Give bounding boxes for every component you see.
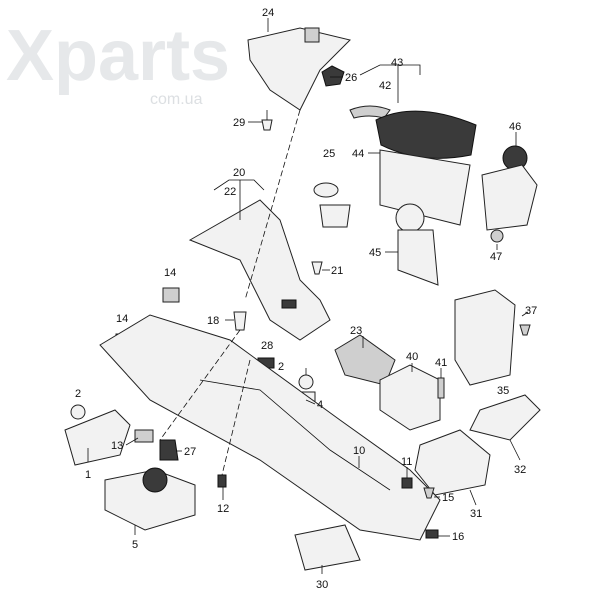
callout-20: 20 — [233, 167, 245, 179]
part-21-screw — [311, 261, 323, 275]
part-29-screw — [261, 110, 273, 131]
callout-14-lower: 14 — [116, 313, 128, 325]
part-24-storage-tray — [247, 27, 351, 111]
part-1-bracket — [64, 409, 131, 466]
part-20-center-panel — [188, 199, 331, 341]
watermark-domain: com.ua — [150, 91, 203, 108]
part-47-nut — [490, 229, 504, 243]
part-44-armrest — [375, 110, 477, 226]
part-11-clip — [401, 477, 413, 489]
part-12-clip — [217, 474, 227, 488]
part-15-screw — [423, 487, 435, 499]
part-32-trim — [469, 394, 541, 441]
callout-41: 41 — [435, 357, 447, 369]
callout-14-upper: 14 — [164, 267, 176, 279]
callout-12: 12 — [217, 503, 229, 515]
callout-23: 23 — [350, 325, 362, 337]
part-30-tray — [294, 524, 361, 571]
callout-26: 26 — [345, 72, 357, 84]
part-27-switch — [159, 439, 179, 461]
callout-1: 1 — [85, 469, 91, 481]
callout-5: 5 — [132, 539, 138, 551]
callout-22: 22 — [224, 186, 236, 198]
leader-lines — [87, 18, 529, 574]
part-40-bracket — [379, 364, 441, 431]
callout-2-upper: 2 — [278, 361, 284, 373]
part-5-shifter-boot — [104, 467, 196, 531]
callout-43: 43 — [391, 57, 403, 69]
callout-28: 28 — [261, 340, 273, 352]
callout-13: 13 — [111, 440, 123, 452]
callout-15: 15 — [442, 492, 454, 504]
watermark-brand: Xparts — [6, 16, 230, 96]
part-25-cup — [313, 182, 351, 228]
callout-37: 37 — [525, 305, 537, 317]
callout-24: 24 — [262, 7, 274, 19]
part-45-cover — [395, 203, 439, 286]
callout-18: 18 — [207, 315, 219, 327]
part-14-pad-upper — [162, 287, 180, 303]
part-31-boot-surround — [414, 429, 491, 496]
callout-4: 4 — [317, 399, 323, 411]
callout-42: 42 — [379, 80, 391, 92]
callout-29: 29 — [233, 117, 245, 129]
part-37-screw — [519, 324, 531, 336]
callout-30: 30 — [316, 579, 328, 591]
part-13-clip — [134, 429, 154, 443]
part-23-cover — [334, 334, 396, 386]
callout-45: 45 — [369, 247, 381, 259]
part-18-socket — [233, 311, 247, 331]
callout-46: 46 — [509, 121, 521, 133]
part-46-bracket — [481, 145, 538, 231]
callout-44: 44 — [352, 148, 364, 160]
part-26-grommet — [321, 65, 345, 87]
callout-11: 11 — [401, 456, 412, 468]
part-41-screw — [437, 377, 445, 399]
callout-32: 32 — [514, 464, 526, 476]
callout-21: 21 — [331, 265, 343, 277]
callout-2-lower: 2 — [75, 388, 81, 400]
callout-25: 25 — [323, 148, 335, 160]
part-16-clip — [425, 529, 439, 539]
part-2-nut-lower — [70, 404, 86, 420]
callout-40: 40 — [406, 351, 418, 363]
callout-31: 31 — [470, 508, 482, 520]
callout-16: 16 — [452, 531, 464, 543]
callout-27: 27 — [184, 446, 196, 458]
callout-10: 10 — [353, 445, 365, 457]
part-center-console — [99, 314, 441, 541]
part-35-trim — [454, 289, 516, 386]
callout-35: 35 — [497, 385, 509, 397]
callout-47: 47 — [490, 251, 502, 263]
